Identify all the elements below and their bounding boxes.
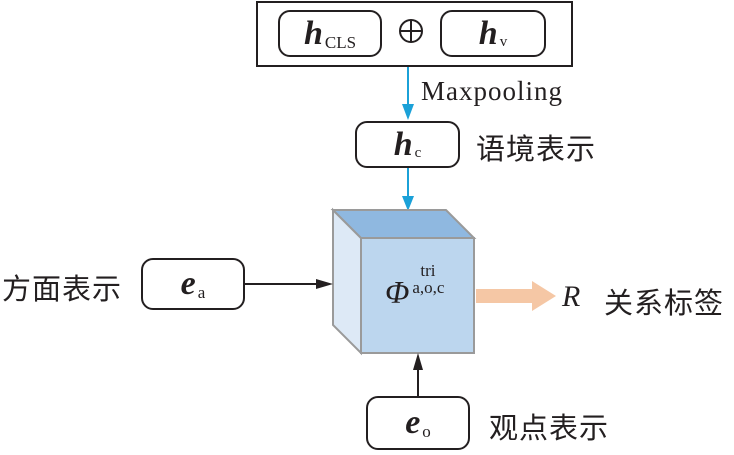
context-label: 语境表示 [476,132,597,166]
h-cls-subscript: CLS [324,32,357,52]
output-arrow [476,281,556,311]
aspect-subscript: a [197,283,206,302]
context-subscript: c [414,145,422,161]
maxpooling-arrow [402,67,414,120]
output-label: 关系标签 [604,286,725,320]
aspect-symbol: e [180,265,196,302]
concat-operator-icon [399,19,423,43]
phi-superscript: tri [420,261,436,280]
opinion-arrow [413,353,423,396]
cube [330,207,477,356]
cube-label: Φ tri a,o,c [385,262,444,308]
opinion-symbol: e [405,404,421,441]
output-symbol: R [562,280,581,313]
cube-front-face [360,237,475,354]
phi-subscript: a,o,c [412,278,445,297]
opinion-subscript: o [422,422,431,441]
aspect-label: 方面表示 [2,272,123,306]
h-v-subscript: v [499,34,508,50]
maxpooling-label: Maxpooling [421,76,563,106]
context-symbol: h [393,125,413,163]
h-cls-symbol: h [303,14,323,52]
opinion-label: 观点表示 [489,411,610,445]
context-arrow [402,168,414,211]
aspect-arrow [245,279,333,289]
h-v-symbol: h [478,14,498,52]
phi-symbol: Φ [385,274,410,310]
